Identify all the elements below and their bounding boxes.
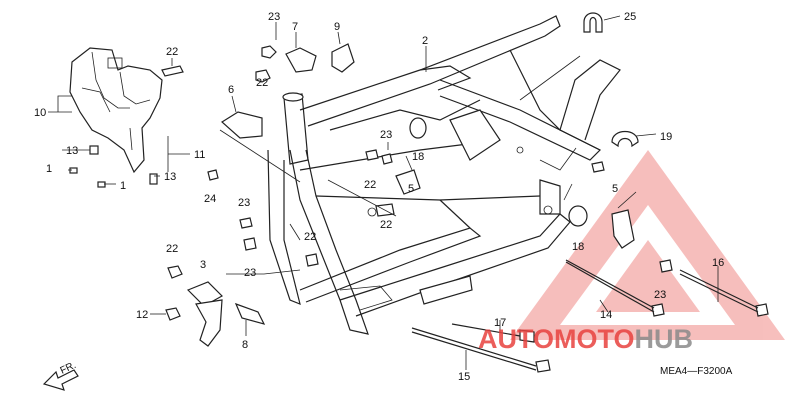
- callout-19: 19: [660, 131, 672, 143]
- bushing-18-upper: [409, 117, 427, 139]
- callout-12: 12: [136, 309, 148, 321]
- svg-text:AUTOMOTOHUB: AUTOMOTOHUB: [478, 324, 693, 354]
- callout-10: 10: [34, 107, 46, 119]
- callout-22-c: 22: [304, 231, 316, 243]
- watermark-wordmark: AUTOMOTOHUB: [478, 324, 693, 354]
- callout-22-b: 22: [364, 179, 376, 191]
- callout-23-a: 23: [268, 11, 280, 23]
- callout-8: 8: [242, 339, 248, 351]
- bracket-6: [221, 111, 263, 139]
- callout-24: 24: [204, 193, 216, 205]
- callout-15: 15: [458, 371, 470, 383]
- callout-23-e: 23: [654, 289, 666, 301]
- callout-6: 6: [228, 84, 234, 96]
- callout-18-a: 18: [412, 151, 424, 163]
- clamp-25: [583, 12, 603, 33]
- callout-22-d: 22: [166, 243, 178, 255]
- watermark-part-2: MOTO: [554, 324, 635, 354]
- bracket-4: [395, 169, 421, 195]
- callout-1-b: 1: [120, 180, 126, 192]
- fastener-set: [165, 45, 769, 373]
- watermark-part-1: AUTO: [478, 324, 554, 354]
- callout-20: 22: [166, 46, 178, 58]
- bracket-3: [186, 281, 223, 307]
- callout-21: 22: [380, 219, 392, 231]
- callout-7: 7: [292, 21, 298, 33]
- callout-labels: 10 13 1 1 13 11 22 6 24 23 7 9 22 2 23 1…: [34, 11, 724, 383]
- callout-25: 25: [624, 11, 636, 23]
- callout-1-a: 1: [46, 163, 52, 175]
- mount-12: [195, 299, 223, 347]
- main-frame: [267, 15, 621, 335]
- callout-13-b: 13: [164, 171, 176, 183]
- bushing-18-lower: [568, 205, 588, 227]
- diagram-code: MEA4—F3200A: [660, 366, 733, 377]
- clamp-19: [611, 130, 639, 148]
- callout-18-b: 18: [572, 241, 584, 253]
- callout-14: 14: [600, 309, 612, 321]
- front-direction-indicator: FR.: [42, 360, 79, 391]
- bracket-5: [611, 209, 635, 249]
- callout-3: 3: [200, 259, 206, 271]
- callout-17: 17: [494, 317, 506, 329]
- callout-23-c: 23: [238, 197, 250, 209]
- long-bolts: [411, 259, 759, 371]
- callout-9: 9: [334, 21, 340, 33]
- callout-11: 11: [194, 149, 205, 161]
- screw-set-left: [69, 145, 158, 188]
- collar-8: [234, 302, 266, 325]
- callout-2: 2: [422, 35, 428, 47]
- callout-4: 5: [408, 183, 414, 195]
- callout-13-a: 13: [66, 145, 78, 157]
- callout-22-a: 22: [256, 77, 268, 89]
- side-cover-assembly: [69, 47, 184, 174]
- callout-16: 16: [712, 257, 724, 269]
- leader-lines: [48, 15, 719, 370]
- callout-23-b: 23: [380, 129, 392, 141]
- callout-23-d: 23: [244, 267, 256, 279]
- clip-9: [331, 43, 355, 73]
- watermark-part-3: HUB: [635, 324, 694, 354]
- bracket-7: [285, 47, 317, 73]
- callout-5: 5: [612, 183, 618, 195]
